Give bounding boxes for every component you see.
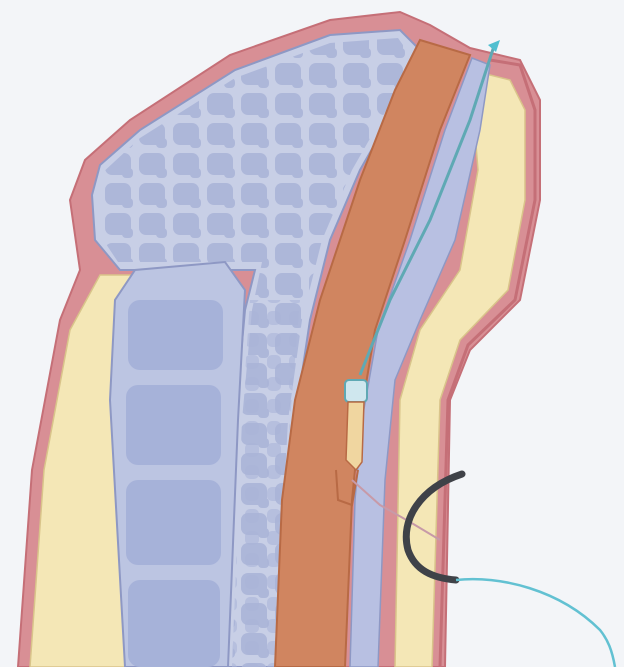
cavernous-block — [128, 300, 223, 370]
catheter-body — [346, 402, 364, 470]
cavernous-block — [126, 385, 221, 465]
catheter-tip — [345, 380, 367, 402]
cavernous-block — [128, 580, 220, 667]
cavernous-block — [126, 480, 221, 565]
